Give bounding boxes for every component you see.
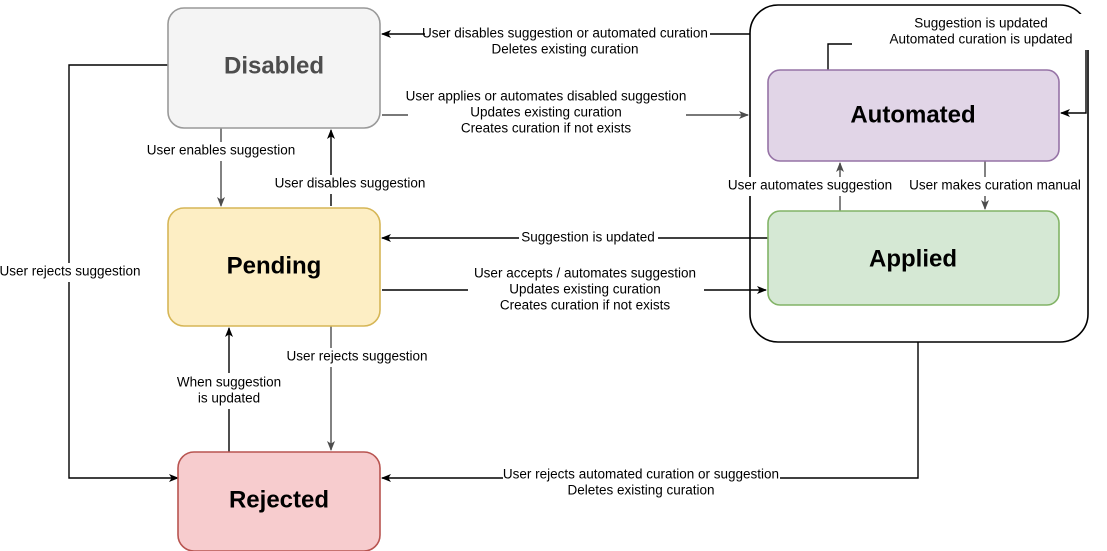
- label-backing: [0, 263, 142, 282]
- curation-group-container: [749, 4, 1089, 343]
- edge-label-line-1: User rejects suggestion: [286, 349, 427, 364]
- edge-label-pending-to-disabled: User disables suggestion: [275, 175, 426, 194]
- edge-label-line-2: is updated: [198, 391, 260, 406]
- state-disabled[interactable]: Disabled: [167, 7, 381, 129]
- edge-label-pending-to-rejected: User rejects suggestion: [285, 348, 431, 367]
- state-applied[interactable]: Applied: [767, 210, 1060, 306]
- label-backing: [425, 23, 710, 59]
- label-backing: [173, 373, 286, 409]
- edge-label-applied-to-automated: User automates suggestion: [728, 177, 892, 196]
- edge-label-disabled-to-automated: User applies or automates disabled sugge…: [406, 88, 687, 140]
- state-rejected-label: Rejected: [229, 486, 329, 513]
- edge-label-line-1: User rejects automated curation or sugge…: [503, 467, 779, 482]
- edge-label-disabled-to-pending: User enables suggestion: [144, 142, 298, 161]
- edge-label-pending-to-applied: User accepts / automates suggestion Upda…: [468, 265, 704, 317]
- label-backing: [285, 348, 431, 367]
- edge-label-line-2: Deletes existing curation: [491, 42, 638, 57]
- edge-label-automated-to-disabled: User disables suggestion or automated cu…: [422, 23, 710, 59]
- edge-label-line-1: User applies or automates disabled sugge…: [406, 89, 687, 104]
- state-applied-label: Applied: [869, 245, 957, 272]
- state-applied-box[interactable]: [767, 210, 1060, 306]
- state-disabled-label: Disabled: [224, 52, 324, 79]
- edge-label-line-1: When suggestion: [177, 375, 281, 390]
- edge-label-line-1: User automates suggestion: [728, 178, 892, 193]
- edge-label-applied-to-pending: Suggestion is updated: [519, 229, 658, 248]
- label-backing: [503, 465, 780, 501]
- edge-label-automated-self-loop: Suggestion is updated Automated curation…: [852, 14, 1107, 50]
- state-automated-box[interactable]: [767, 69, 1060, 162]
- edge-label-line-2: Updates existing curation: [470, 105, 622, 120]
- state-pending-box[interactable]: [167, 207, 381, 327]
- label-backing: [729, 177, 892, 196]
- edge-label-rejected-to-pending: When suggestion is updated: [173, 373, 286, 409]
- edge-label-line-1: User rejects suggestion: [0, 264, 141, 279]
- edge-label-disabled-to-rejected: User rejects suggestion: [0, 263, 142, 282]
- state-rejected-box[interactable]: [177, 451, 381, 551]
- edge-label-automated-to-applied: User makes curation manual: [909, 177, 1081, 196]
- state-rejected[interactable]: Rejected: [177, 451, 381, 551]
- label-backing: [909, 177, 1081, 196]
- state-automated[interactable]: Automated: [767, 69, 1060, 162]
- edge-label-line-1: Suggestion is updated: [914, 16, 1048, 31]
- label-backing: [408, 88, 686, 140]
- edge-label-line-2: Automated curation is updated: [889, 32, 1072, 47]
- label-backing: [519, 229, 658, 248]
- edge-group-to-rejected: [381, 342, 919, 482]
- state-disabled-box[interactable]: [167, 7, 381, 129]
- edge-label-line-2: Updates existing curation: [509, 282, 661, 297]
- edge-label-group-to-rejected: User rejects automated curation or sugge…: [503, 465, 780, 501]
- edge-label-line-1: User makes curation manual: [909, 178, 1081, 193]
- label-backing: [144, 142, 298, 161]
- edge-label-line-2: Deletes existing curation: [567, 483, 714, 498]
- state-pending-label: Pending: [227, 252, 322, 279]
- edge-label-line-3: Creates curation if not exists: [461, 121, 632, 136]
- edge-label-line-1: Suggestion is updated: [521, 230, 655, 245]
- edge-label-line-3: Creates curation if not exists: [500, 298, 671, 313]
- edge-label-line-1: User disables suggestion: [275, 176, 426, 191]
- state-automated-label: Automated: [850, 101, 975, 128]
- edge-label-line-1: User accepts / automates suggestion: [474, 266, 696, 281]
- label-backing: [468, 265, 704, 317]
- label-backing: [276, 175, 426, 194]
- edge-label-line-1: User enables suggestion: [147, 143, 296, 158]
- state-pending[interactable]: Pending: [167, 207, 381, 327]
- edge-label-line-1: User disables suggestion or automated cu…: [422, 26, 708, 41]
- label-backing: [852, 14, 1107, 50]
